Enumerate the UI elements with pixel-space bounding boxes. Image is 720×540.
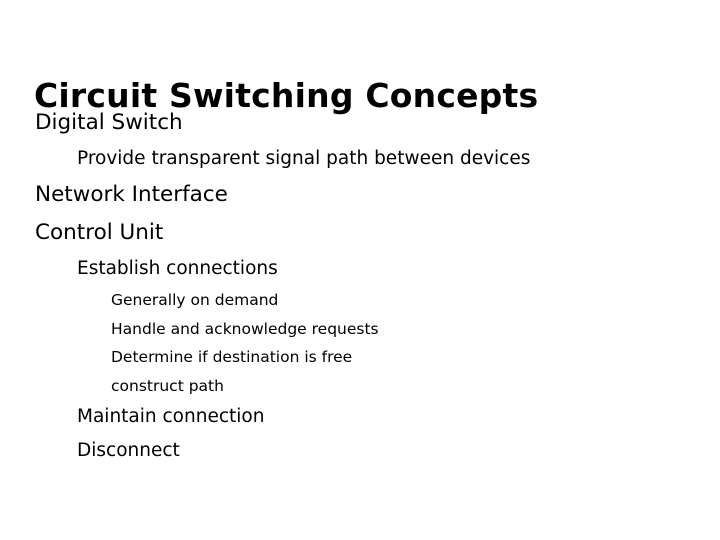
slide-title: Circuit Switching Concepts <box>34 76 539 116</box>
outline-item-level3: Handle and acknowledge requests <box>111 319 379 338</box>
outline-item-level2: Disconnect <box>77 440 180 461</box>
slide-body-outline: Digital Switch Provide transparent signa… <box>0 104 720 468</box>
outline-item-level2: Provide transparent signal path between … <box>77 148 531 169</box>
outline-item-level1: Network Interface <box>35 182 228 207</box>
outline-item-level3: construct path <box>111 376 224 395</box>
outline-item-level1: Digital Switch <box>35 110 183 135</box>
outline-item-level3: Generally on demand <box>111 291 279 309</box>
outline-item-level2: Maintain connection <box>77 406 265 427</box>
outline-item-level2: Establish connections <box>77 258 278 279</box>
outline-item-level3: Determine if destination is free <box>111 348 353 366</box>
outline-item-level1: Control Unit <box>35 220 164 245</box>
